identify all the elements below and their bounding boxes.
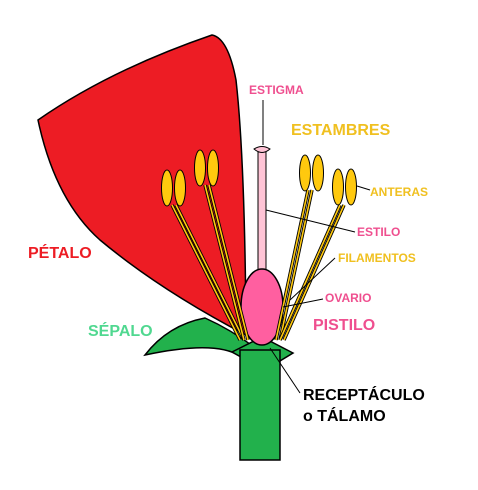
- label-pistilo: PISTILO: [313, 317, 375, 334]
- label-receptaculo: RECEPTÁCULO: [303, 385, 425, 404]
- receptacle: [239, 349, 281, 461]
- label-estambres: ESTAMBRES: [291, 122, 391, 139]
- anther: [299, 154, 311, 192]
- leader-anteras: [356, 185, 371, 191]
- anther: [174, 169, 186, 207]
- petal: [37, 34, 247, 337]
- anther: [194, 149, 206, 187]
- filament-core: [171, 204, 241, 341]
- stigma: [253, 146, 271, 153]
- filament-core: [279, 189, 313, 341]
- anther: [161, 169, 173, 207]
- label-talamo: o TÁLAMO: [303, 406, 386, 425]
- leader-estilo: [265, 209, 356, 233]
- style: [257, 151, 267, 281]
- filament-core: [275, 189, 309, 341]
- filament-core: [279, 204, 341, 341]
- anther: [312, 154, 324, 192]
- label-anteras: ANTERAS: [370, 185, 428, 199]
- leader-filamentos: [289, 257, 336, 301]
- anther: [207, 149, 219, 187]
- leader-receptaculo: [269, 347, 301, 394]
- label-estilo: ESTILO: [357, 225, 400, 239]
- filament-core: [175, 204, 245, 341]
- leader-ovario: [282, 298, 324, 308]
- filament-core: [204, 184, 245, 341]
- label-petalo: PÉTALO: [28, 243, 92, 262]
- label-sepalo: SÉPALO: [88, 321, 153, 340]
- anther: [332, 168, 344, 206]
- label-filamentos: FILAMENTOS: [338, 251, 416, 265]
- label-estigma: ESTIGMA: [249, 83, 304, 97]
- filament-core: [208, 184, 249, 341]
- label-ovario: OVARIO: [325, 291, 371, 305]
- filament-core: [283, 204, 345, 341]
- anther: [345, 168, 357, 206]
